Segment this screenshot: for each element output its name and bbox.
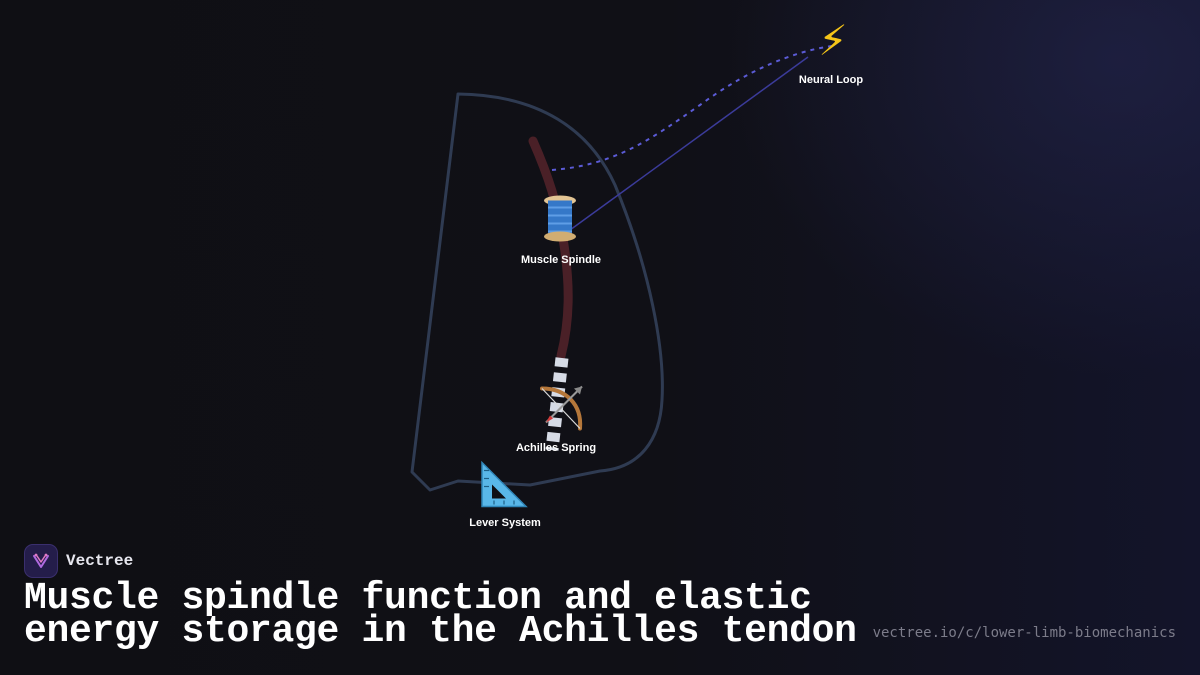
lightning-icon: ⚡ (818, 16, 848, 65)
lever-system-label: Lever System (469, 517, 541, 529)
brand: Vectree (24, 544, 133, 578)
brand-name: Vectree (66, 552, 134, 570)
bow-and-arrow-icon (536, 383, 586, 436)
source-url[interactable]: vectree.io/c/lower-limb-biomechanics (872, 625, 1176, 641)
neural-loop-connector (551, 45, 833, 171)
page-title: Muscle spindle function and elastic ener… (24, 577, 857, 653)
neural-loop-label: Neural Loop (798, 74, 864, 86)
triangular-ruler-icon (480, 460, 528, 512)
calf-muscle (528, 136, 573, 361)
leg-outline (410, 92, 664, 492)
muscle-spindle-label: Muscle Spindle (520, 254, 602, 266)
spindle-to-neural-line (569, 56, 809, 231)
spool-of-thread-icon (542, 195, 578, 246)
vectree-logo-icon (24, 544, 58, 578)
achilles-spring-label: Achilles Spring (515, 442, 597, 454)
